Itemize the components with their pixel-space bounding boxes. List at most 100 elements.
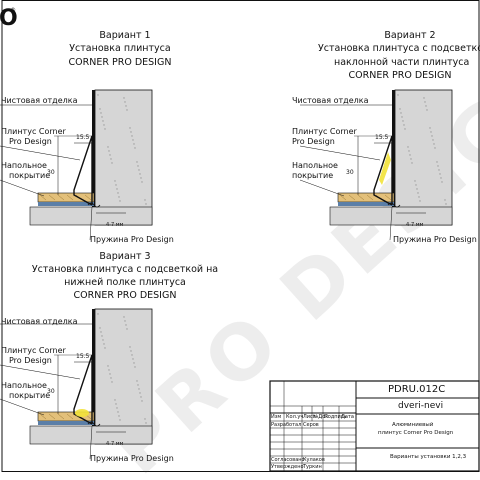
concrete-speckle: [97, 313, 99, 315]
concrete-speckle: [417, 192, 419, 194]
finish-layer: [92, 90, 95, 208]
wood-grain: [66, 413, 74, 420]
wood-grain: [366, 194, 374, 201]
concrete-speckle: [108, 369, 110, 371]
wood-grain: [384, 194, 392, 201]
concrete-speckle: [104, 347, 106, 349]
concrete-speckle: [118, 196, 120, 198]
v2-dim-30: 30: [346, 169, 354, 176]
concrete-speckle: [140, 396, 142, 398]
wood-grain: [84, 194, 92, 201]
concrete-speckle: [136, 161, 138, 163]
leader-plinth: [0, 364, 81, 380]
concrete-speckle: [129, 127, 131, 129]
stamp-role-confirmed: Утверждено: [271, 464, 304, 470]
concrete-speckle: [99, 327, 101, 329]
concrete-speckle: [111, 381, 113, 383]
stamp-name-approved: Кулаков: [303, 457, 325, 463]
v2-label-finish: Чистовая отделка: [292, 96, 369, 105]
wood-grain: [57, 194, 65, 201]
concrete-speckle: [430, 131, 432, 133]
v3-label-plinth-2: Pro Design: [9, 356, 52, 365]
concrete-speckle: [133, 362, 135, 364]
concrete-speckle: [133, 143, 135, 145]
concrete-speckle: [119, 200, 121, 202]
concrete-speckle: [434, 147, 436, 149]
finish-layer: [392, 90, 395, 208]
concrete-speckle: [129, 346, 131, 348]
concrete-speckle: [124, 320, 126, 322]
concrete-speckle: [130, 131, 132, 133]
concrete-speckle: [411, 162, 413, 164]
concrete-speckle: [124, 101, 126, 103]
concrete-speckle: [107, 146, 109, 148]
v1-label-plinth-2: Pro Design: [9, 137, 52, 146]
v1-dim-15-5: 15.5: [76, 134, 90, 141]
concrete-speckle: [445, 203, 447, 205]
v3-label-plinth-1: Плинтус Corner: [1, 346, 66, 355]
logo-registered: ®: [10, 7, 16, 14]
v2-label-floor-1: Напольное: [292, 161, 338, 170]
stamp-variants: Варианты установки 1,2,3: [390, 454, 467, 460]
concrete-speckle: [102, 120, 104, 122]
concrete-speckle: [123, 97, 125, 99]
variant2-product: CORNER PRO DESIGN: [348, 70, 452, 81]
v3-label-finish: Чистовая отделка: [1, 317, 78, 326]
concrete-speckle: [414, 180, 416, 182]
stamp-product-1: Алюминиевый: [392, 422, 434, 428]
v3-dim-30: 30: [47, 388, 55, 395]
concrete-speckle: [444, 199, 446, 201]
concrete-speckle: [119, 419, 121, 421]
concrete-speckle: [109, 154, 111, 156]
v1-label-plinth-1: Плинтус Corner: [1, 127, 66, 136]
v3-dim-15-5: 15.5: [76, 353, 90, 360]
concrete-speckle: [402, 120, 404, 122]
concrete-speckle: [424, 101, 426, 103]
concrete-speckle: [103, 343, 105, 345]
wood-grain: [39, 194, 47, 201]
concrete-speckle: [441, 181, 443, 183]
variant1-product: CORNER PRO DESIGN: [68, 57, 172, 68]
concrete-speckle: [145, 203, 147, 205]
stamp-product-2: плинтус Corner Pro Design: [378, 430, 454, 436]
v2-label-spring: Пружина Pro Design: [393, 235, 477, 244]
wood-grain: [348, 194, 356, 201]
concrete-speckle: [130, 350, 132, 352]
v2-label-plinth-1: Плинтус Corner: [292, 127, 357, 136]
concrete-speckle: [139, 392, 141, 394]
spring-shape: [387, 202, 401, 208]
title-block: [269, 380, 480, 472]
concrete-speckle: [440, 177, 442, 179]
spring-shape: [87, 202, 101, 208]
concrete-speckle: [125, 324, 127, 326]
leader-spring: [89, 206, 93, 241]
wood-grain: [66, 194, 74, 201]
stamp-header-3: №Док: [313, 414, 329, 420]
concrete-speckle: [423, 97, 425, 99]
v2-dim-4-7: 4-7 мм: [406, 222, 424, 228]
wood-grain: [39, 413, 47, 420]
v1-dim-30: 30: [47, 169, 55, 176]
v1-label-finish: Чистовая отделка: [1, 96, 78, 105]
leader-floor: [0, 398, 45, 416]
detail-variant-3: [0, 308, 153, 460]
concrete-speckle: [418, 196, 420, 198]
stamp-name-confirmed: Туркин: [303, 464, 322, 470]
concrete-speckle: [144, 418, 146, 420]
concrete-speckle: [404, 128, 406, 130]
v2-label-plinth-2: Pro Design: [292, 137, 335, 146]
concrete-speckle: [116, 407, 118, 409]
underlay-layer: [338, 202, 394, 206]
concrete-speckle: [111, 162, 113, 164]
v3-label-spring: Пружина Pro Design: [90, 454, 174, 463]
concrete-speckle: [438, 169, 440, 171]
concrete-speckle: [116, 188, 118, 190]
stamp-header-1: Кол.уч: [286, 414, 304, 420]
finish-layer: [92, 309, 95, 427]
concrete-speckle: [437, 165, 439, 167]
concrete-speckle: [118, 415, 120, 417]
concrete-speckle: [132, 358, 134, 360]
